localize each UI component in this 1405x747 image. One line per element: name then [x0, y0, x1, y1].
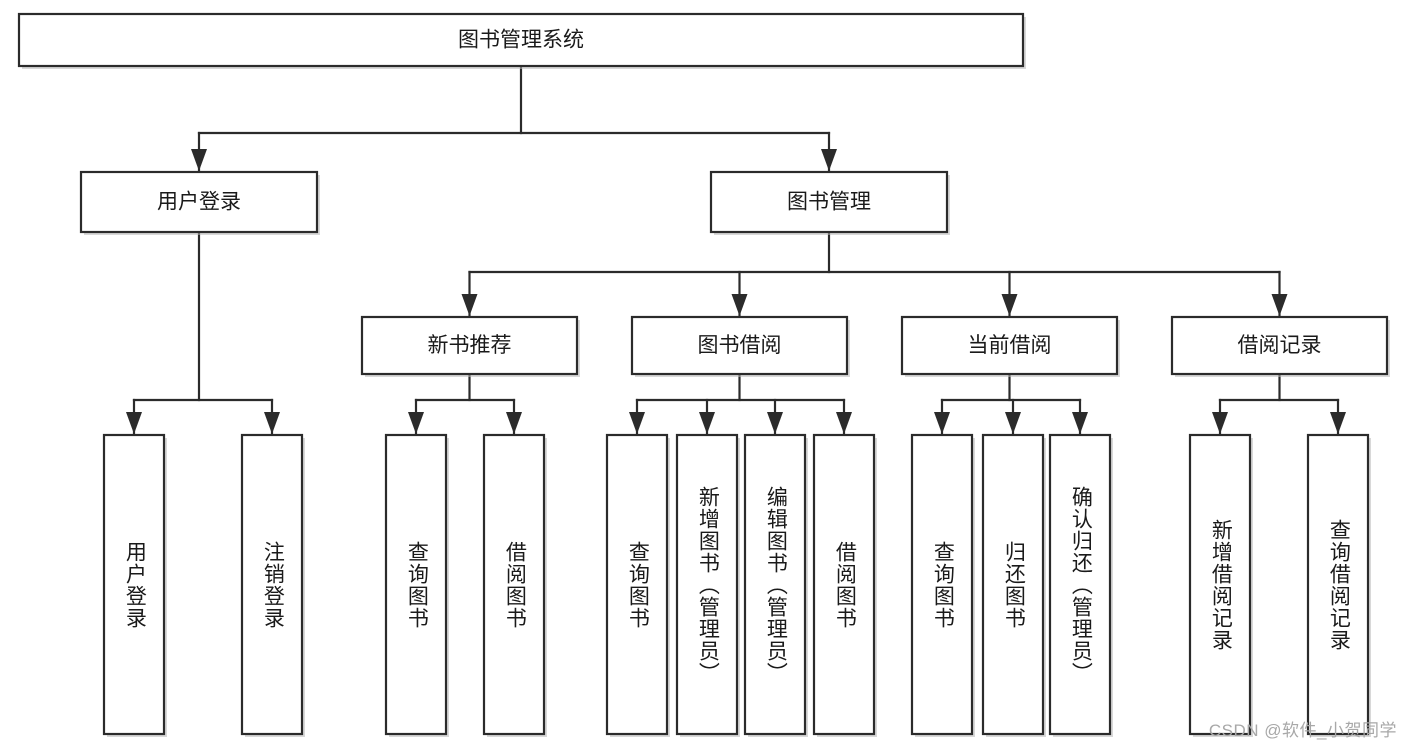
edge-arrowhead — [506, 412, 522, 434]
edge-arrowhead — [767, 412, 783, 434]
edge-arrowhead — [821, 149, 837, 171]
node-box-leaf-cb-return-book[interactable] — [981, 433, 1045, 736]
edge-arrowhead — [264, 412, 280, 434]
edge-arrowhead — [1072, 412, 1088, 434]
node-box-leaf-bb-edit-book[interactable] — [743, 433, 807, 736]
edge-arrowhead — [1005, 412, 1021, 434]
node-box-leaf-rec-borrow-book[interactable] — [482, 433, 546, 736]
watermark-text: CSDN @软件_小贺同学 — [1208, 721, 1397, 740]
node-label-book-manage: 图书管理 — [787, 191, 871, 214]
node-box-leaf-cb-confirm-return[interactable] — [1048, 433, 1112, 736]
edge-arrowhead — [1001, 294, 1018, 316]
node-box-user-login[interactable] — [79, 170, 319, 234]
node-box-leaf-user-login[interactable] — [102, 433, 166, 736]
node-label-user-login: 用户登录 — [157, 191, 241, 214]
node-label-book-borrow: 图书借阅 — [698, 334, 782, 357]
edge-arrowhead — [1271, 294, 1288, 316]
node-box-leaf-br-query-record[interactable] — [1306, 433, 1370, 736]
node-box-leaf-cb-query-book[interactable] — [910, 433, 974, 736]
edge-arrowhead — [1212, 412, 1228, 434]
node-label-new-book-rec: 新书推荐 — [428, 334, 512, 357]
edge-arrowhead — [1330, 412, 1346, 434]
node-box-leaf-rec-query-book[interactable] — [384, 433, 448, 736]
edge-arrowhead — [126, 412, 142, 434]
node-box-borrow-record[interactable] — [1170, 315, 1389, 376]
node-box-leaf-bb-borrow-book[interactable] — [812, 433, 876, 736]
node-label-root: 图书管理系统 — [458, 29, 584, 52]
node-box-root[interactable] — [17, 12, 1025, 68]
node-box-leaf-bb-query-book[interactable] — [605, 433, 669, 736]
node-box-current-borrow[interactable] — [900, 315, 1119, 376]
node-boxes — [17, 12, 1390, 737]
edge-arrowhead — [731, 294, 748, 316]
edge-arrowhead — [461, 294, 478, 316]
node-box-book-manage[interactable] — [709, 170, 949, 234]
edge-arrowhead — [191, 149, 207, 171]
edge-arrowhead — [934, 412, 950, 434]
node-label-borrow-record: 借阅记录 — [1238, 334, 1322, 357]
connector-edges — [126, 64, 1346, 436]
edge-arrowhead — [408, 412, 424, 434]
node-box-book-borrow[interactable] — [630, 315, 849, 376]
node-box-new-book-rec[interactable] — [360, 315, 579, 376]
edge-arrowhead — [836, 412, 852, 434]
edge-arrowhead — [629, 412, 645, 434]
node-label-current-borrow: 当前借阅 — [968, 334, 1052, 357]
node-box-leaf-bb-add-book[interactable] — [675, 433, 739, 736]
edge-arrowhead — [699, 412, 715, 434]
node-box-leaf-logout[interactable] — [240, 433, 304, 736]
node-box-leaf-br-add-record[interactable] — [1188, 433, 1252, 736]
